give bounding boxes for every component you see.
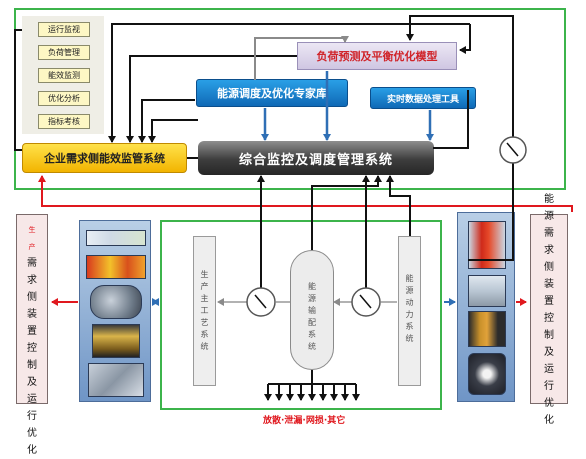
right-side-top-label: 能 [544, 194, 554, 205]
menu-bracket-lines [14, 29, 22, 151]
production-process-box: 生产主工艺系统 [193, 236, 216, 386]
menu-item-indicator-assessment[interactable]: 指标考核 [38, 114, 90, 129]
loss-categories-label: 放散·泄漏·网损·其它 [263, 416, 346, 426]
menu-item-load-management[interactable]: 负荷管理 [38, 45, 90, 60]
menu-item-operation-monitor[interactable]: 运行监视 [38, 22, 90, 37]
red-arrows [38, 175, 573, 306]
plant-tower-photo [468, 275, 506, 307]
energy-distribution-label: 能源输配系统 [308, 282, 316, 351]
gauge-icon [246, 287, 276, 317]
left-equipment-panel [79, 220, 151, 402]
load-forecast-box[interactable]: 负荷预测及平衡优化模型 [297, 42, 457, 70]
production-process-label: 生产主工艺系统 [200, 270, 209, 351]
process-to-control-lines [257, 162, 514, 290]
crane-photo [88, 363, 144, 397]
pump-photo [468, 353, 506, 395]
right-demand-side-label: 能 源需求侧装置控制及运行优化 [543, 191, 555, 429]
valve-photo [468, 311, 506, 347]
enterprise-demand-box[interactable]: 企业需求侧能效监管系统 [22, 143, 187, 173]
expert-db-box[interactable]: 能源调度及优化专家库 [196, 79, 348, 107]
process-frame [160, 220, 442, 410]
blower-photo [90, 285, 142, 319]
menu-item-optimization-analysis[interactable]: 优化分析 [38, 91, 90, 106]
blue-arrows [261, 71, 434, 141]
energy-distribution-box: 能源输配系统 [290, 250, 334, 370]
function-menu-panel: 运行监视 负荷管理 能效监测 优化分析 指标考核 [22, 16, 104, 134]
gauge-icon [499, 136, 527, 164]
top-feedback-lines [108, 15, 514, 159]
transformer-photo [92, 324, 140, 358]
right-side-body-label: 源需求侧装置控制及运行优化 [544, 211, 554, 426]
menu-item-efficiency-monitor[interactable]: 能效监测 [38, 68, 90, 83]
outlet-arrows [264, 370, 360, 401]
connector-lines [14, 15, 573, 401]
realtime-tool-box[interactable]: 实时数据处理工具 [370, 87, 476, 109]
left-side-top-label: 生产 [28, 226, 36, 251]
control-panel-photo [86, 230, 146, 246]
energy-power-box: 能源动力系统 [398, 236, 421, 386]
thermal-image-photo [86, 255, 146, 279]
right-demand-side-box: 能 源需求侧装置控制及运行优化 [530, 194, 568, 426]
left-demand-side-box: 生产 需求侧装置控制及运行优化 [16, 214, 48, 456]
gauge-icon [351, 287, 381, 317]
gray-connector-lines [254, 36, 349, 80]
integrated-control-box[interactable]: 综合监控及调度管理系统 [198, 141, 434, 175]
energy-power-label: 能源动力系统 [405, 274, 414, 343]
